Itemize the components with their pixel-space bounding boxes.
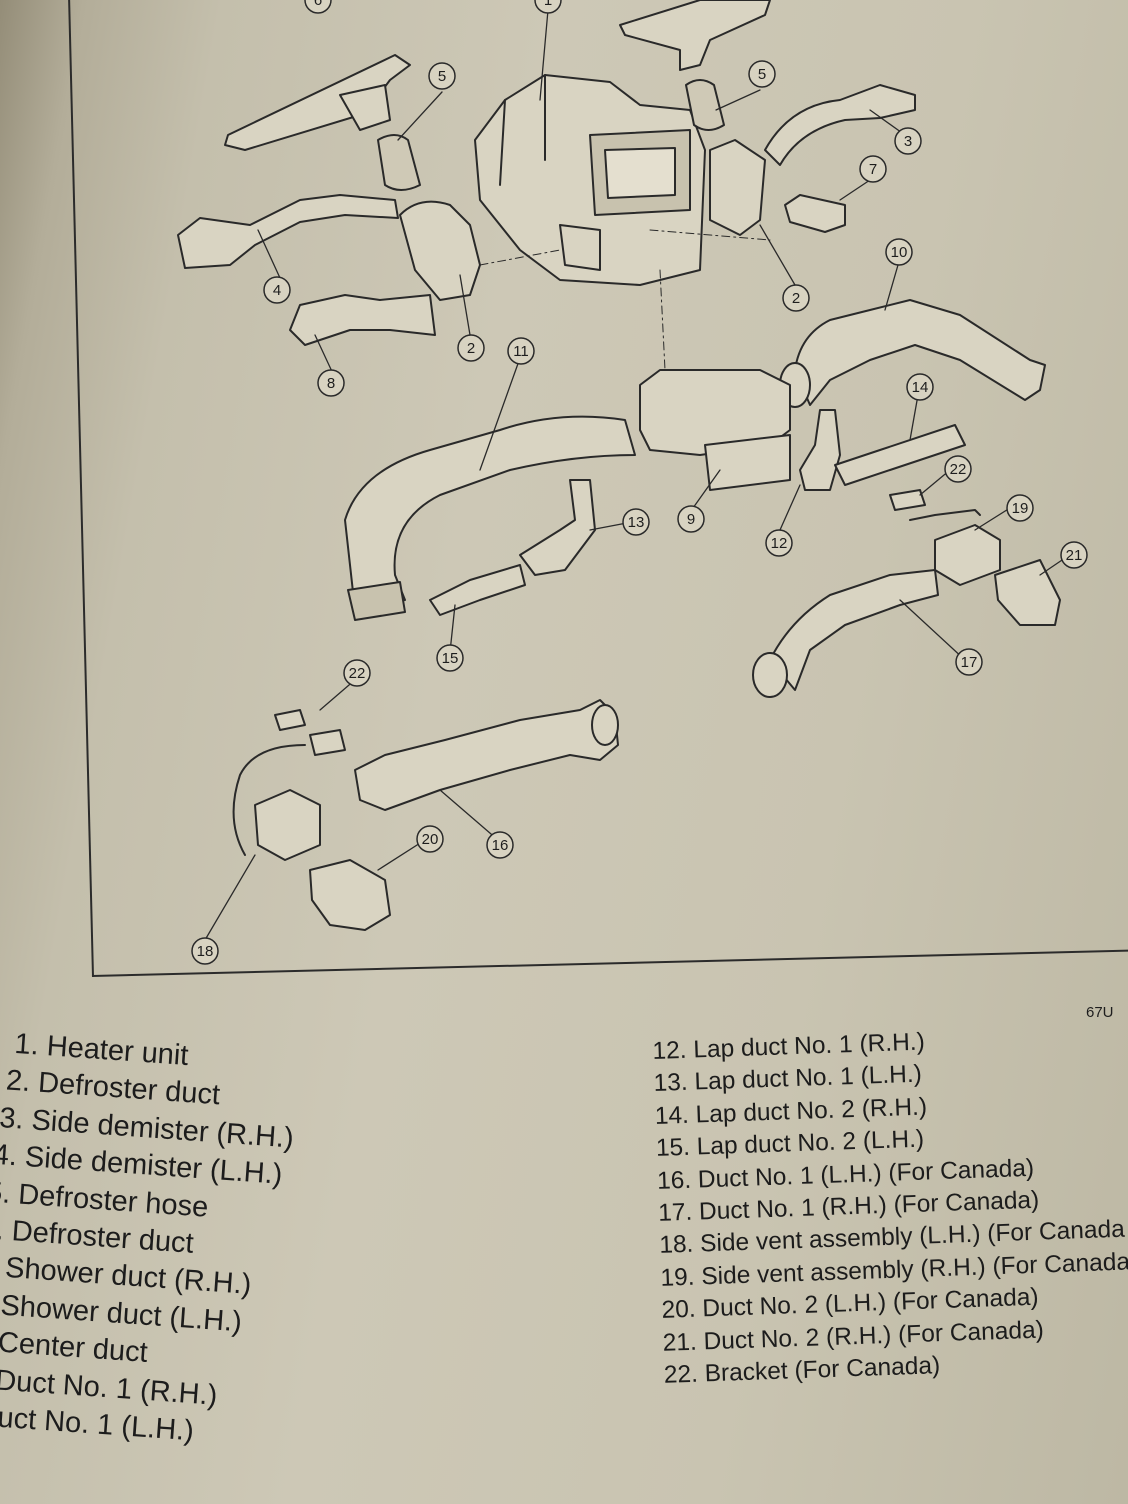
callout-18: 18 bbox=[197, 943, 214, 960]
callout-6: 6 bbox=[314, 0, 322, 9]
callout-4: 4 bbox=[273, 282, 281, 299]
parts-legend-right: 12. Lap duct No. 1 (R.H.) 13. Lap duct N… bbox=[652, 1020, 1128, 1393]
callout-14: 14 bbox=[912, 379, 929, 396]
callout-13: 13 bbox=[628, 514, 645, 531]
exploded-parts-diagram: 6 1 5 5 3 7 4 2 2 10 8 11 14 9 13 12 22 … bbox=[177, 0, 1088, 965]
callout-10: 10 bbox=[891, 244, 908, 261]
callout-21: 21 bbox=[1066, 547, 1083, 564]
callout-20: 20 bbox=[422, 831, 439, 848]
callout-22: 22 bbox=[349, 665, 366, 682]
callout-12: 12 bbox=[771, 535, 788, 552]
heater-unit-part bbox=[474, 74, 706, 286]
callout-9: 9 bbox=[687, 511, 695, 528]
callout-11: 11 bbox=[513, 343, 529, 360]
callout-16: 16 bbox=[492, 837, 509, 854]
callout-5: 5 bbox=[758, 66, 766, 83]
callout-1: 1 bbox=[544, 0, 552, 9]
callout-15: 15 bbox=[442, 650, 459, 667]
callout-17: 17 bbox=[961, 654, 978, 671]
figure-code: 67U bbox=[1086, 1004, 1114, 1021]
callout-2: 2 bbox=[792, 290, 800, 307]
callout-3: 3 bbox=[904, 133, 912, 150]
callout-5: 5 bbox=[438, 68, 446, 85]
parts-legend-left: 1. Heater unit 2. Defroster duct 3. Side… bbox=[0, 1024, 300, 1456]
callout-7: 7 bbox=[869, 161, 877, 178]
callout-2: 2 bbox=[467, 340, 475, 357]
callout-19: 19 bbox=[1012, 500, 1029, 517]
callout-22: 22 bbox=[950, 461, 967, 478]
callout-8: 8 bbox=[327, 375, 335, 392]
